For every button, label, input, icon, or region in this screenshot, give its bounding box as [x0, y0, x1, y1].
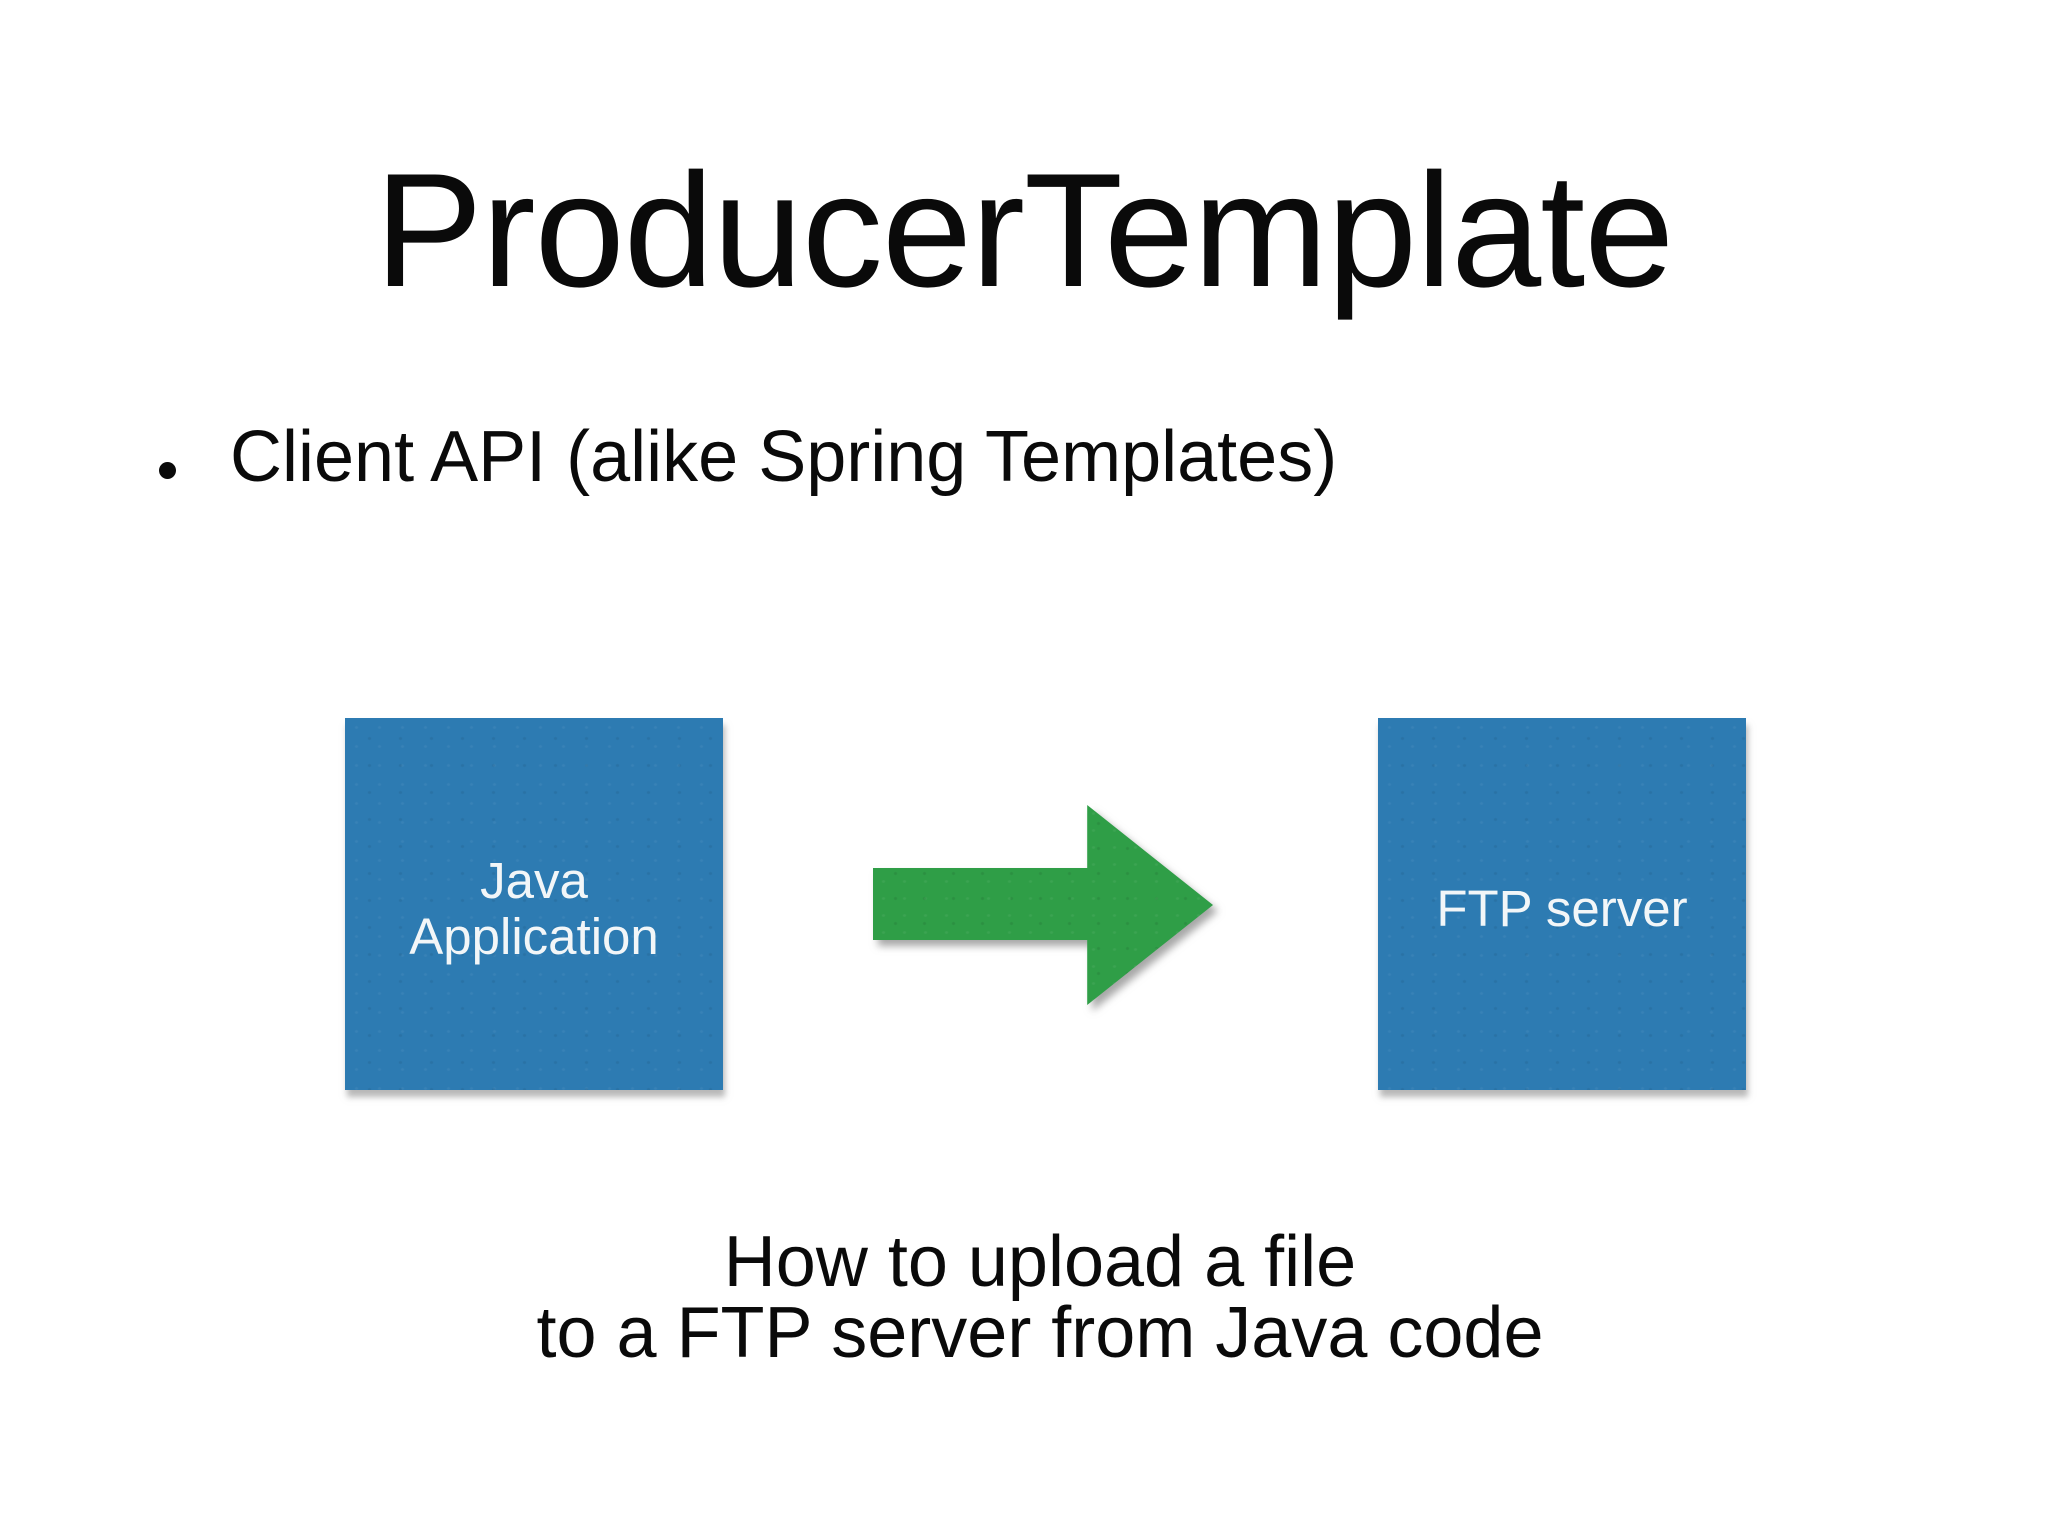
java-application-box: Java Application — [345, 718, 723, 1090]
arrow-shape — [873, 805, 1213, 1005]
bullet-text: Client API (alike Spring Templates) — [230, 417, 1338, 497]
caption-text: How to upload a file to a FTP server fro… — [536, 1222, 1544, 1373]
ftp-server-label: FTP server — [1436, 879, 1688, 937]
java-application-label: Java Application — [409, 851, 659, 965]
slide-title: ProducerTemplate — [374, 140, 1675, 321]
ftp-server-box: FTP server — [1378, 718, 1746, 1090]
flow-right-arrow-icon — [873, 805, 1213, 1005]
bullet-item: Client API (alike Spring Templates) — [159, 421, 1337, 493]
bullet-icon — [159, 462, 176, 479]
